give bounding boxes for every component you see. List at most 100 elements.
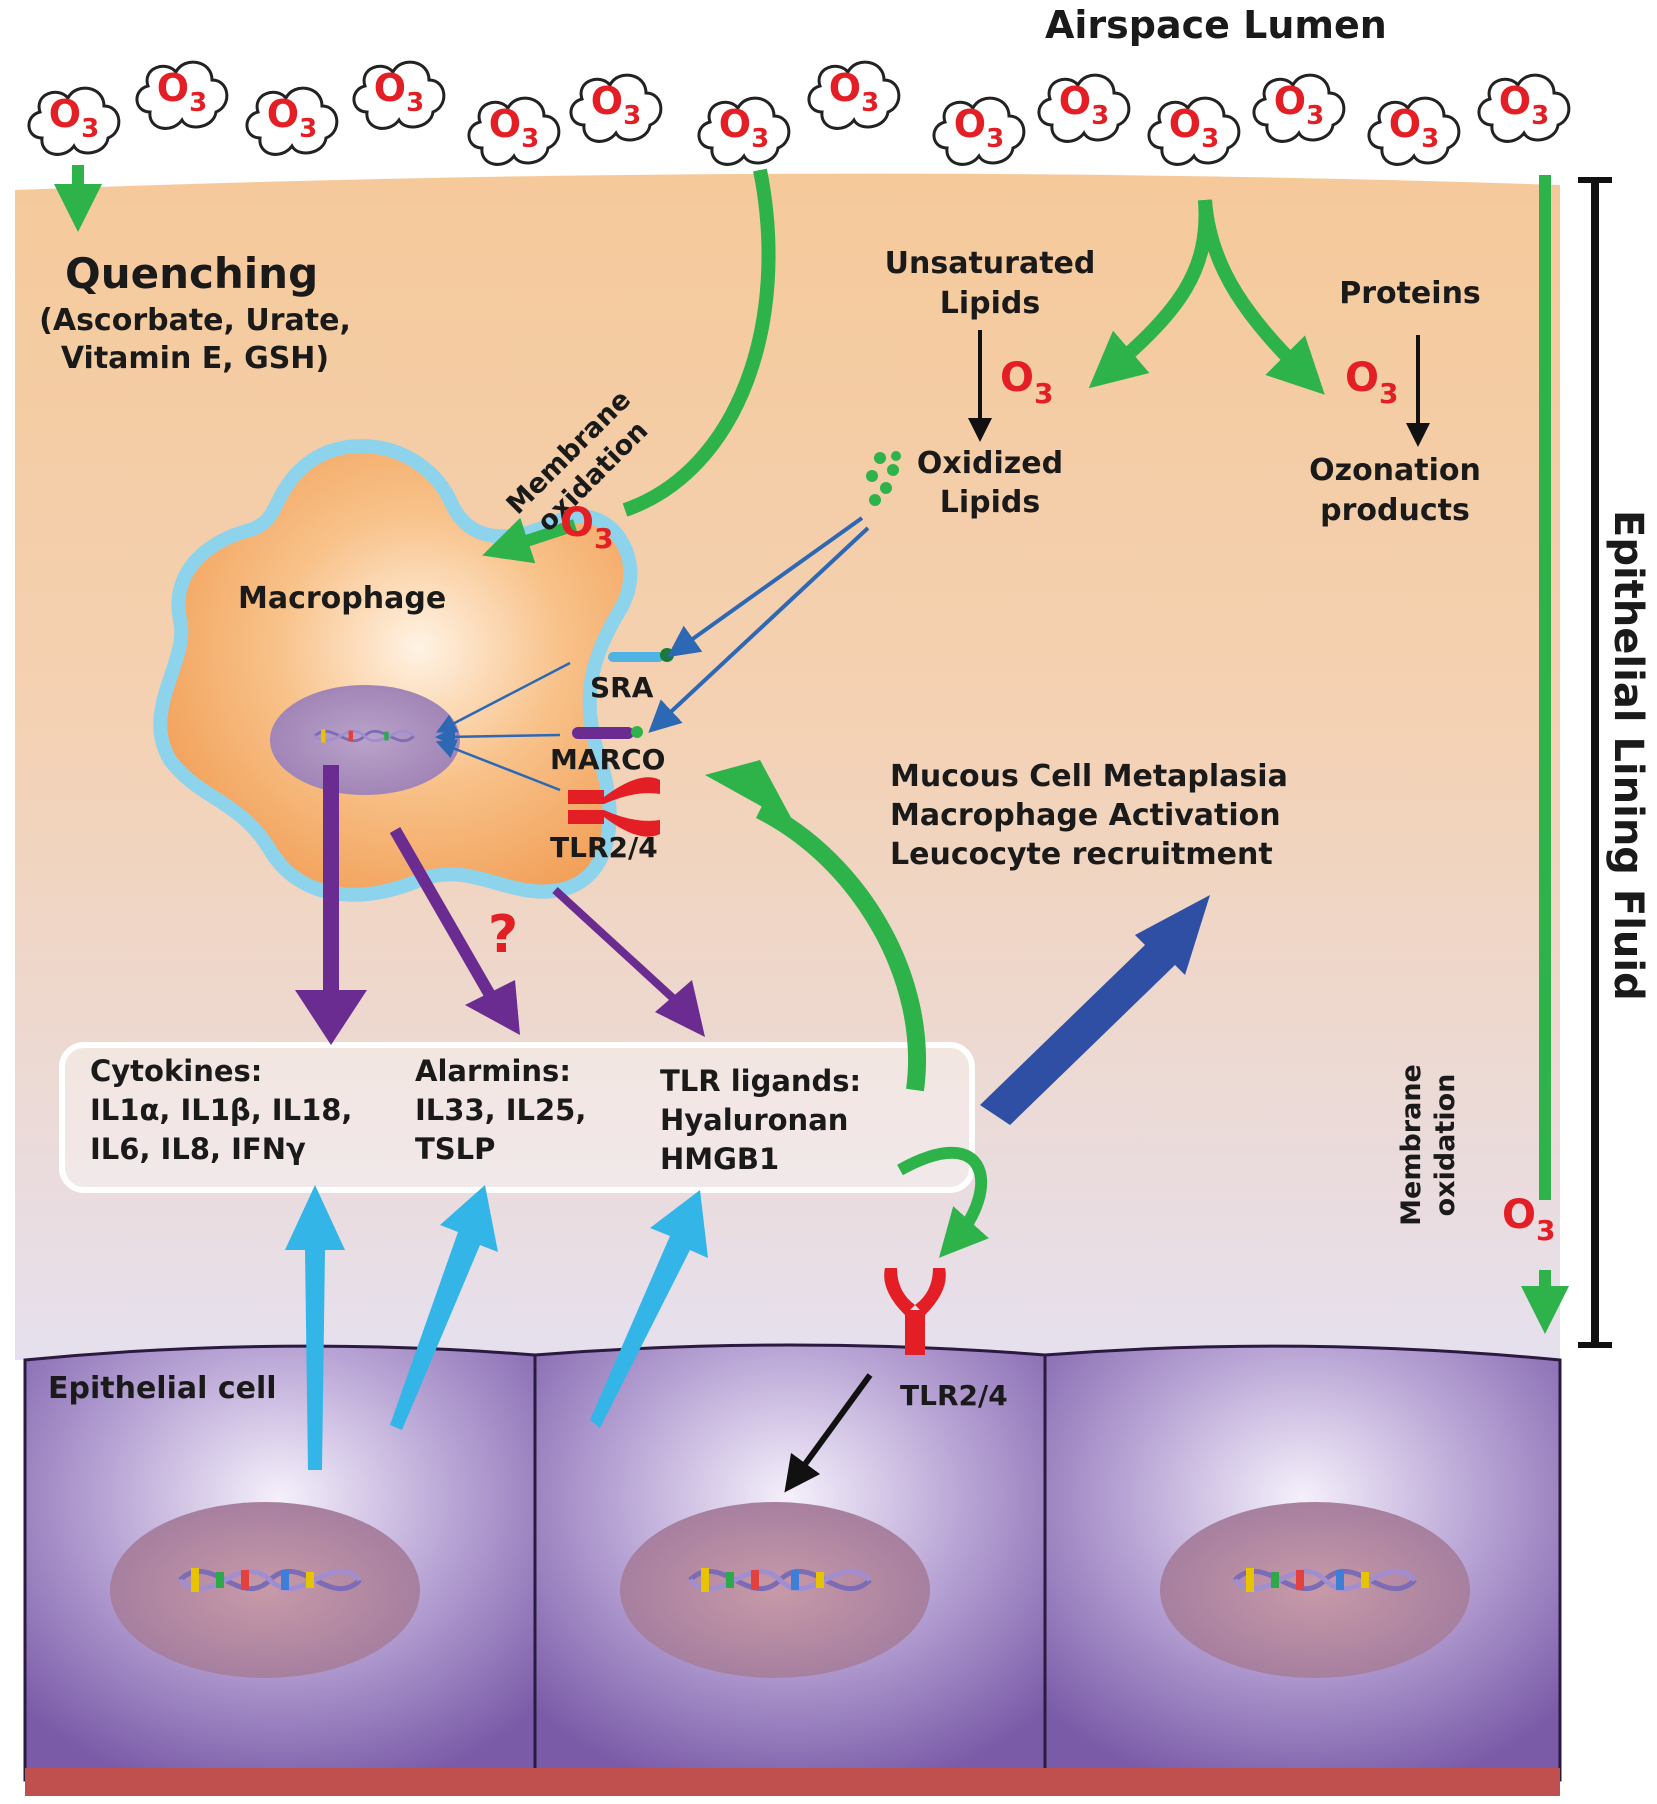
marco-label: MARCO xyxy=(550,743,666,776)
cloud-icon xyxy=(1147,96,1241,166)
ozone-label: O3 xyxy=(156,66,208,118)
cloud-icon xyxy=(352,60,446,130)
ozone-label: O3 xyxy=(828,66,880,118)
cloud-icon xyxy=(1367,96,1461,166)
ozone-molecule: O3 xyxy=(800,52,908,136)
epithelial-signal-arrow xyxy=(784,1373,873,1493)
ozone-label-proteins: O3 xyxy=(1345,355,1399,410)
basement-membrane xyxy=(25,1768,1560,1796)
epithelial-lining-fluid-label: Epithelial Lining Fluid xyxy=(1605,510,1651,1001)
ozone-molecule: O3 xyxy=(345,52,453,136)
ozone-label: O3 xyxy=(953,102,1005,154)
ozone-molecule: O3 xyxy=(1360,88,1468,172)
ozone-label: O3 xyxy=(488,102,540,154)
airspace-lumen-label: Airspace Lumen xyxy=(1045,3,1387,47)
cloud-icon xyxy=(245,86,339,156)
mediator-box xyxy=(59,1042,975,1193)
ozone-label: O3 xyxy=(1388,102,1440,154)
cytokines-title: Cytokines: xyxy=(90,1054,263,1088)
dna-icon xyxy=(688,1568,872,1592)
ozone-molecule: O3 xyxy=(690,88,798,172)
cloud-icon xyxy=(467,96,561,166)
membrane-line-2: oxidation xyxy=(1429,1073,1461,1217)
ozone-label: O3 xyxy=(718,102,770,154)
alarmins-line-1: IL33, IL25, xyxy=(415,1093,587,1127)
alarmins-title: Alarmins: xyxy=(415,1054,571,1088)
uncertain-pathway-marker: ? xyxy=(488,905,519,965)
green-arrows xyxy=(54,165,1569,1334)
ozone-molecule: O3 xyxy=(1030,65,1138,149)
quenching-title: Quenching xyxy=(65,249,319,298)
cloud-icon xyxy=(697,96,791,166)
ozone-molecule: O3 xyxy=(460,88,568,172)
ozonation-products-line-1: Ozonation xyxy=(1309,453,1481,488)
oxidized-lipids-line-2: Lipids xyxy=(939,485,1041,520)
ozone-molecule: O3 xyxy=(562,65,670,149)
cytokines-line-2: IL6, IL8, IFNγ xyxy=(90,1132,306,1166)
ozone-label: O3 xyxy=(1168,102,1220,154)
effect-line-3: Leucocyte recruitment xyxy=(890,837,1273,872)
ozone-label: O3 xyxy=(266,92,318,144)
lipid-receptor-arrows xyxy=(435,516,870,792)
epithelial-cell-label: Epithelial cell xyxy=(48,1371,277,1406)
oxidized-lipids-line-1: Oxidized xyxy=(916,446,1064,481)
tlr-ligands-title: TLR ligands: xyxy=(660,1064,862,1098)
ozone-label-membrane: O3 xyxy=(560,500,614,555)
proteins-label: Proteins xyxy=(1339,276,1481,311)
unsaturated-lipids-line-1: Unsaturated xyxy=(884,246,1096,281)
ozone-label: O3 xyxy=(590,79,642,131)
membrane-oxidation-right: Membrane oxidation xyxy=(1395,1045,1463,1245)
ozone-molecule: O3 xyxy=(1245,65,1353,149)
ozone-molecule: O3 xyxy=(925,88,1033,172)
cloud-icon xyxy=(569,73,663,143)
ozone-molecule: O3 xyxy=(128,52,236,136)
sra-label: SRA xyxy=(590,671,654,704)
tlr-receptor-icon xyxy=(568,777,660,837)
cytokines-line-1: IL1α, IL1β, IL18, xyxy=(90,1093,353,1127)
ozone-label: O3 xyxy=(1273,79,1325,131)
epithelial-layer xyxy=(23,1343,1562,1796)
epithelial-nucleus-1 xyxy=(110,1502,420,1678)
quenching-line-2: Vitamin E, GSH) xyxy=(60,341,330,376)
macrophage-tlr-label: TLR2/4 xyxy=(550,831,658,864)
macrophage-mediator-arrows xyxy=(295,765,705,1045)
ozone-label: O3 xyxy=(1498,79,1550,131)
alarmins-line-2: TSLP xyxy=(415,1132,496,1166)
ozone-molecule: O3 xyxy=(20,78,128,162)
dna-icon xyxy=(314,729,415,743)
ozone-label: O3 xyxy=(48,92,100,144)
unsaturated-lipids-line-2: Lipids xyxy=(939,286,1041,321)
dna-icon xyxy=(178,1568,362,1592)
effect-line-2: Macrophage Activation xyxy=(890,798,1281,833)
tlr-ligands-line-1: Hyaluronan xyxy=(660,1103,849,1137)
epithelial-nucleus-3 xyxy=(1160,1502,1470,1678)
ozone-label-epithelial: O3 xyxy=(1502,1192,1556,1247)
epithelial-nucleus-2 xyxy=(620,1502,930,1678)
ozone-label: O3 xyxy=(1058,79,1110,131)
quenching-line-1: (Ascorbate, Urate, xyxy=(39,303,351,338)
epithelial-tlr-label: TLR2/4 xyxy=(900,1379,1008,1412)
ozone-molecule: O3 xyxy=(238,78,346,162)
cloud-icon xyxy=(1037,73,1131,143)
cloud-icon xyxy=(27,86,121,156)
cloud-icon xyxy=(1252,73,1346,143)
tlr-ligands-line-2: HMGB1 xyxy=(660,1142,780,1176)
ozone-label: O3 xyxy=(373,66,425,118)
marco-receptor-icon xyxy=(572,726,643,739)
cloud-icon xyxy=(932,96,1026,166)
cloud-icon xyxy=(135,60,229,130)
effects-arrow xyxy=(980,895,1210,1125)
macrophage-nucleus xyxy=(270,685,460,795)
dna-icon xyxy=(1233,1568,1417,1592)
cloud-icon xyxy=(807,60,901,130)
macrophage-label: Macrophage xyxy=(238,581,447,616)
effect-line-1: Mucous Cell Metaplasia xyxy=(890,759,1288,794)
cloud-icon xyxy=(1477,73,1571,143)
membrane-line-1: Membrane xyxy=(1396,1064,1427,1226)
epithelial-mediator-arrows xyxy=(285,1185,708,1470)
ozone-molecule: O3 xyxy=(1470,65,1578,149)
oxidized-lipid-dots xyxy=(866,451,901,506)
ozone-molecule: O3 xyxy=(1140,88,1248,172)
